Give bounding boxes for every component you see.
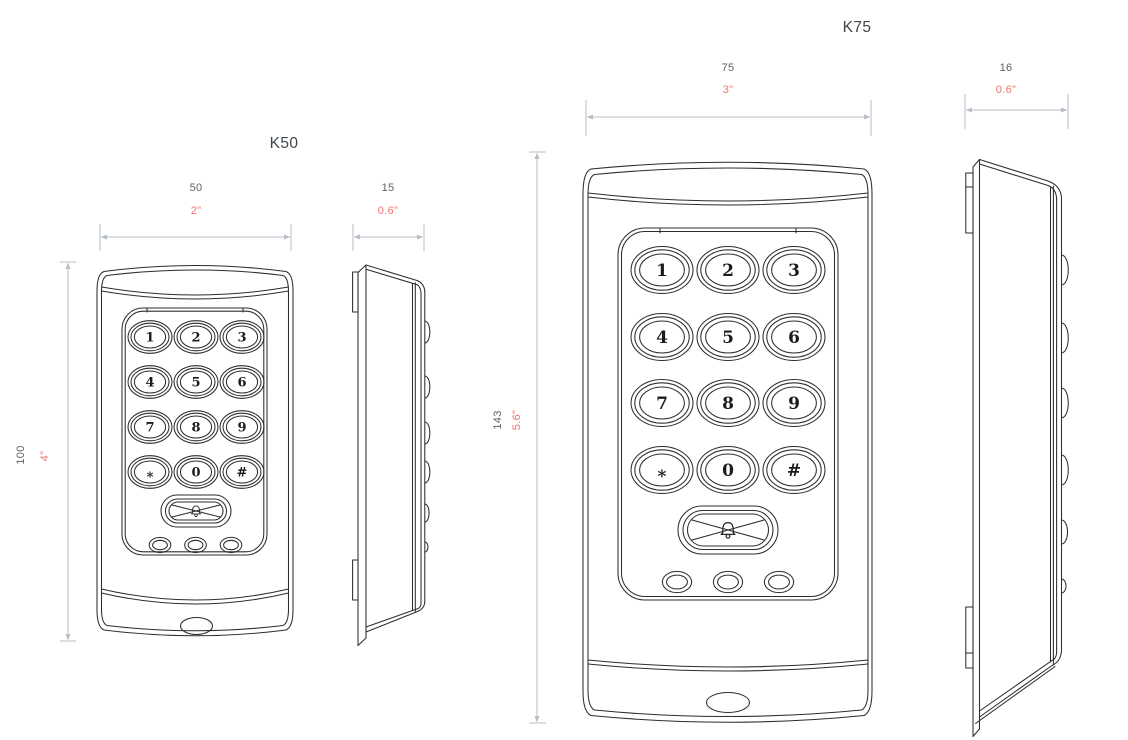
k50-key-hash: # [237, 466, 248, 481]
k75-width-mm-label: 75 [721, 62, 735, 74]
k75-keys: 1 2 3 4 5 6 7 8 9 * 0 # [630, 245, 826, 495]
k75-body [582, 161, 873, 723]
k50-body [96, 264, 294, 637]
k50-key-4: 4 [145, 376, 154, 391]
k75-width-dimension [585, 100, 872, 136]
k75-title: K75 [842, 19, 872, 36]
k75-height-inch-label: 5.6" [511, 409, 523, 431]
k50-height-dimension [60, 261, 76, 642]
k50-key-5: 5 [191, 376, 200, 391]
k50-key-6: 6 [237, 376, 246, 391]
k50-title: K50 [269, 135, 299, 152]
k75-key-star: * [658, 467, 667, 487]
led-indicator [712, 570, 744, 594]
k75-key-0: 0 [722, 461, 734, 481]
k75-depth-dimension [964, 94, 1069, 129]
k75-key-6: 6 [788, 328, 800, 348]
k50-side-button-bumps [424, 320, 431, 553]
led-indicator [219, 536, 243, 554]
mounting-tab [965, 172, 974, 234]
mounting-tab [352, 271, 359, 313]
k50-led-indicators [148, 536, 243, 554]
k50-bell-button [160, 494, 232, 528]
k50-side-view [352, 264, 431, 647]
k50-key-2: 2 [191, 331, 200, 346]
k50-screw-cover [179, 616, 214, 636]
k75-depth-inch-label: 0.6" [995, 84, 1017, 96]
k75-height-mm-label: 143 [492, 410, 504, 430]
mounting-tab [352, 559, 359, 601]
k75-keypad-panel [617, 227, 839, 601]
k75-screw-cover [705, 691, 751, 714]
led-indicator [148, 536, 172, 554]
k75-led-indicators [661, 570, 795, 594]
k50-key-8: 8 [191, 421, 200, 436]
k75-key-8: 8 [722, 394, 734, 414]
k50-depth-inch-label: 0.6" [377, 205, 399, 217]
k75-side-drawing [965, 158, 1069, 738]
k50-keys: 1 2 3 4 5 6 7 8 9 * 0 # [127, 320, 265, 489]
k75-key-4: 4 [656, 328, 668, 348]
k75-key-2: 2 [722, 261, 734, 281]
k75-height-dimension [529, 151, 546, 724]
k50-key-1: 1 [145, 331, 154, 346]
k75-key-1: 1 [656, 261, 668, 281]
k50-depth-mm-label: 15 [381, 182, 395, 194]
k50-width-inch-label: 2" [190, 205, 202, 217]
k75-depth-mm-label: 16 [999, 62, 1013, 74]
k50-width-mm-label: 50 [189, 182, 203, 194]
k50-key-star: * [147, 470, 154, 485]
k75-key-9: 9 [788, 394, 800, 414]
k50-key-3: 3 [237, 331, 246, 346]
k75-key-hash: # [787, 461, 801, 481]
k50-depth-dimension [352, 224, 425, 251]
k75-key-7: 7 [656, 394, 668, 414]
led-indicator [763, 570, 795, 594]
k50-front-drawing: 1 2 3 4 5 6 7 8 9 * 0 # [96, 264, 294, 637]
k75-key-3: 3 [788, 261, 800, 281]
led-indicator [184, 536, 207, 554]
k50-key-9: 9 [237, 421, 246, 436]
k75-front-drawing: 1 2 3 4 5 6 7 8 9 * 0 # [582, 161, 873, 723]
k75-side-button-bumps [1060, 254, 1069, 594]
k50-keypad-panel [121, 307, 268, 556]
k50-height-mm-label: 100 [15, 445, 27, 465]
led-indicator [661, 570, 693, 594]
k75-width-inch-label: 3" [722, 84, 734, 96]
k75-side-view [965, 158, 1069, 738]
mounting-tab [965, 606, 974, 669]
k50-key-0: 0 [191, 466, 200, 481]
k75-bell-button [677, 505, 779, 555]
k50-height-inch-label: 4" [39, 450, 51, 462]
k50-side-drawing [352, 264, 431, 647]
k75-key-5: 5 [722, 328, 734, 348]
k50-width-dimension [99, 224, 292, 251]
k50-key-7: 7 [145, 421, 154, 436]
